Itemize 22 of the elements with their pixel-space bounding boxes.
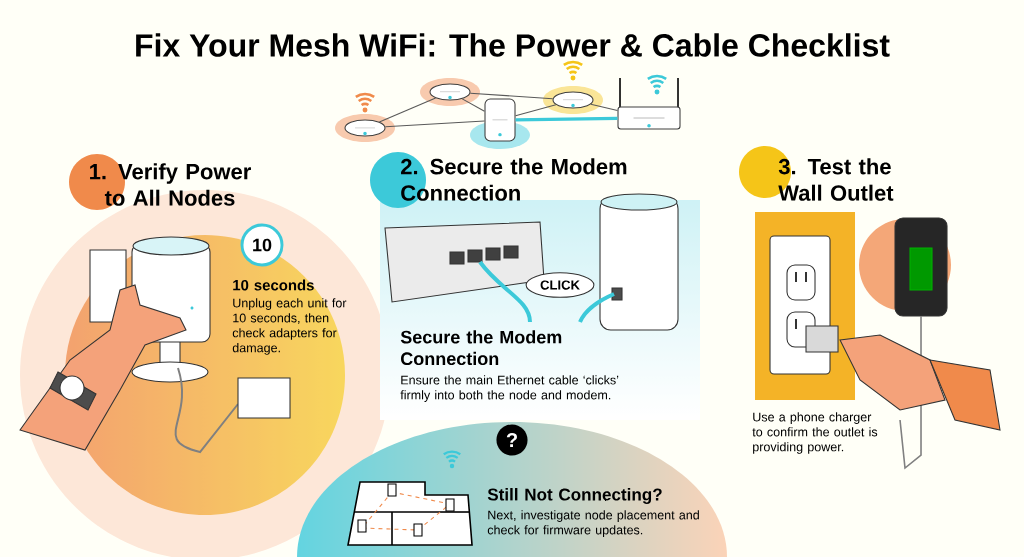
- body-text: Unplug each unit for 10 seconds, then check adapters for damage.: [232, 298, 347, 355]
- question-badge: ?: [496, 424, 528, 456]
- router-icon: [617, 106, 681, 130]
- body-text: Use a phone charger to confirm the outlet is providing power.: [752, 412, 878, 454]
- connector-line: [378, 97, 437, 123]
- subheading: Still Not Connecting?: [487, 488, 662, 504]
- connector-line: [515, 116, 618, 122]
- mesh-node-icon: [484, 98, 516, 142]
- mesh-node-icon: [552, 91, 594, 109]
- connector-line: [590, 103, 618, 112]
- subheading: 10 seconds: [233, 279, 314, 291]
- title: Fix Your Mesh WiFi: The Power & Cable Checklist: [136, 33, 890, 57]
- connector-line: [469, 92, 554, 100]
- body-text: Ensure the main Ethernet cable ‘clicks’ firmly into both the node and modem.: [400, 375, 619, 402]
- connector-line: [515, 104, 557, 117]
- body-text: Next, investigate node placement and check for firmware updates.: [487, 510, 699, 537]
- mesh-node-icon: [344, 119, 386, 137]
- connector-line: [461, 98, 485, 112]
- connector-line: [384, 120, 485, 128]
- subheading: Secure the Modem Connection: [400, 330, 562, 366]
- speech-bubble: CLICK: [525, 272, 595, 298]
- mesh-node-icon: [429, 83, 471, 101]
